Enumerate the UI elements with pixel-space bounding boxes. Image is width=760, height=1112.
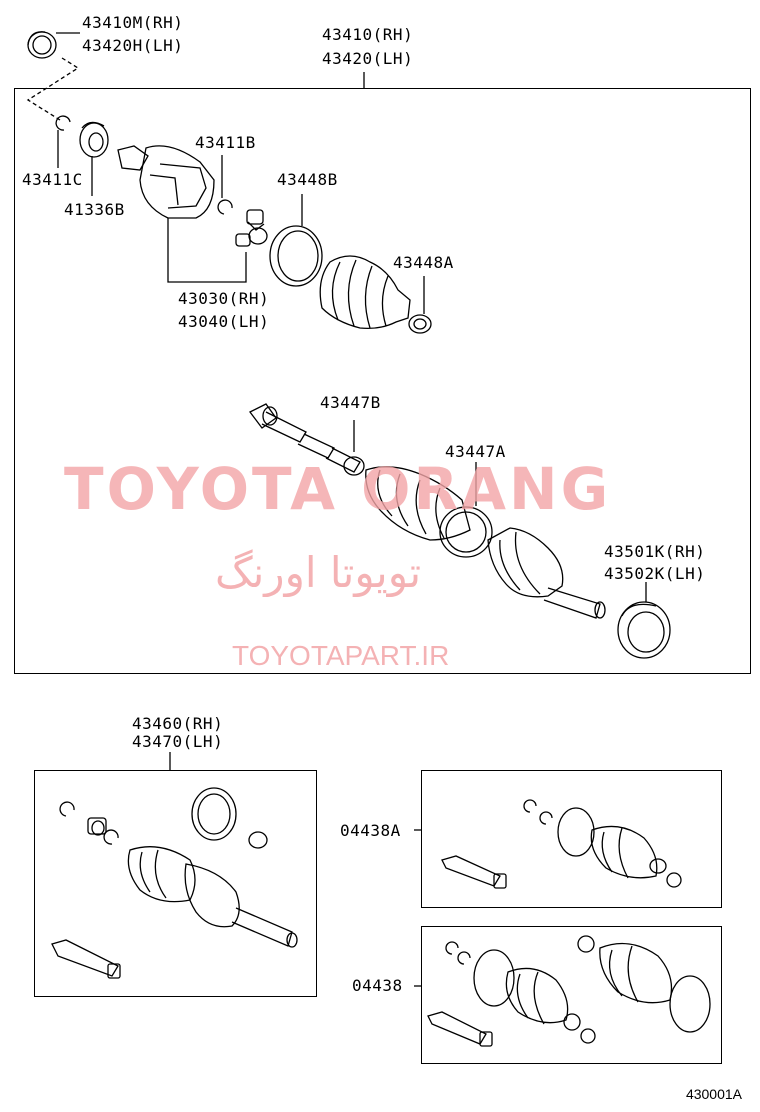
tripod-joint-icon-lh	[87, 817, 107, 836]
drive-shaft-icon	[249, 403, 361, 473]
boot-band-icon	[269, 225, 323, 287]
part-label-43447b: 43447B	[320, 393, 381, 412]
small-band-icon-lh	[248, 831, 268, 849]
watermark-persian: تویوتا اورنگ	[215, 548, 422, 597]
small-band-icon-a1	[649, 858, 667, 874]
watermark-url: TOYOTAPART.IR	[232, 640, 450, 671]
circlip-icon-b1	[445, 941, 459, 955]
circlip-icon-a2	[539, 811, 553, 825]
tripod-joint-icon	[235, 209, 268, 247]
circlip-icon-b2	[457, 951, 471, 965]
clip-icon	[343, 456, 365, 476]
part-label-43502k: 43502K(LH)	[604, 564, 706, 583]
inner-boot-icon	[319, 255, 411, 330]
bearing-icon	[79, 121, 109, 158]
boot-band-icon-b2	[669, 975, 711, 1033]
outboard-joint-icon	[487, 527, 606, 619]
small-band-icon-b1	[563, 1013, 581, 1031]
part-label-43030: 43030(RH)	[178, 289, 270, 308]
part-label-43470: 43470(LH)	[132, 732, 224, 751]
small-band-icon-b2	[580, 1028, 596, 1044]
boot-band-icon-lh	[191, 787, 237, 841]
outer-band-icon	[439, 506, 493, 558]
small-band-icon-a2	[666, 872, 682, 888]
part-label-43447a: 43447A	[445, 442, 506, 461]
grease-tube-icon-b	[427, 1011, 493, 1047]
part-label-43040: 43040(LH)	[178, 312, 270, 331]
circlip-icon	[217, 199, 233, 215]
grease-tube-icon-a	[441, 855, 507, 889]
small-band-icon-b3	[577, 935, 595, 953]
part-label-43410: 43410(RH)	[322, 25, 414, 44]
boot-band-icon-a	[557, 807, 595, 857]
part-label-43460: 43460(RH)	[132, 714, 224, 733]
small-band-icon	[408, 314, 432, 334]
boot-icon-a	[590, 825, 658, 879]
part-label-43410m: 43410M(RH)	[82, 13, 184, 32]
inboard-joint-housing-icon	[117, 145, 215, 219]
boot-icon-b1	[505, 967, 569, 1025]
part-label-43420: 43420(LH)	[322, 49, 414, 68]
main-assembly-box	[14, 88, 751, 674]
part-label-04438: 04438	[352, 976, 403, 995]
boot-band-icon-b1	[473, 949, 515, 1007]
watermark-brand: TOYOTA ORANG	[64, 455, 612, 523]
part-label-04438a: 04438A	[340, 821, 401, 840]
dust-seal-icon	[27, 31, 57, 59]
outer-boot-icon	[365, 466, 471, 541]
lh-assembly-box	[34, 770, 317, 997]
circlip-icon-a1	[523, 799, 537, 813]
part-label-43448b: 43448B	[277, 170, 338, 189]
diagram-code: 430001A	[685, 1086, 742, 1102]
grease-tube-icon-lh	[51, 939, 121, 979]
part-label-43501k: 43501K(RH)	[604, 542, 706, 561]
part-label-43420h: 43420H(LH)	[82, 36, 184, 55]
oil-seal-icon	[617, 601, 671, 659]
part-label-43411b: 43411B	[195, 133, 256, 152]
snap-ring-icon-lh	[59, 801, 75, 817]
snap-ring-icon	[55, 115, 71, 131]
drive-shaft-assembly-icon-lh	[127, 846, 298, 948]
boot-icon-b2	[599, 942, 673, 1004]
boot-kit-a-box	[421, 770, 722, 908]
part-label-43448a: 43448A	[393, 253, 454, 272]
part-label-41336b: 41336B	[64, 200, 125, 219]
part-label-43411c: 43411C	[22, 170, 83, 189]
